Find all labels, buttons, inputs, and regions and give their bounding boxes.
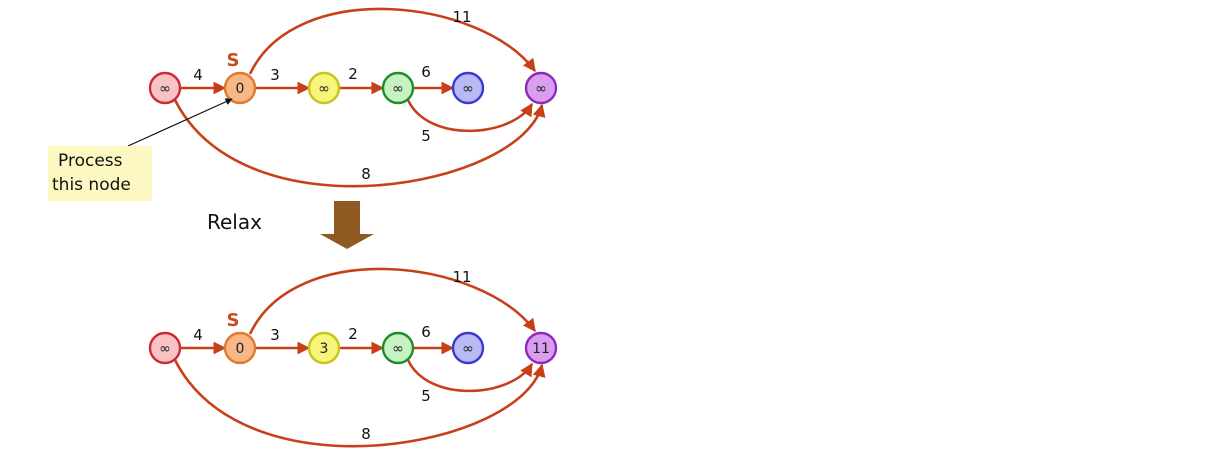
- node-value-2: ∞: [318, 81, 330, 97]
- node-value-3: ∞: [392, 341, 404, 357]
- node-2: [307, 331, 341, 365]
- node-3: [381, 71, 415, 105]
- node-value-4: ∞: [462, 81, 474, 97]
- edge-1-5: [248, 267, 537, 335]
- node-3: [381, 331, 415, 365]
- node-5: [524, 71, 558, 105]
- edge-weight-3-4: 6: [421, 323, 431, 341]
- edge-3-5: [406, 99, 534, 133]
- callout-line-2: this node: [52, 175, 131, 195]
- edge-weight-0-5: 8: [361, 425, 371, 443]
- edge-weight-3-5: 5: [421, 127, 431, 145]
- relax-label: Relax: [207, 210, 262, 234]
- callout-line-1: Process: [58, 151, 123, 171]
- edge-1-5: [248, 7, 537, 75]
- edge-weight-0-5: 8: [361, 165, 371, 183]
- edge-weight-2-3: 2: [348, 325, 358, 343]
- node-4: [451, 331, 485, 365]
- node-value-5: ∞: [535, 81, 547, 97]
- edge-weight-1-2: 3: [270, 66, 280, 84]
- edge-weight-0-1: 4: [193, 326, 203, 344]
- node-value-0: ∞: [159, 341, 171, 357]
- node-1: [223, 71, 257, 105]
- node-2: [307, 71, 341, 105]
- source-label: S: [227, 310, 240, 331]
- edge-weight-2-3: 2: [348, 65, 358, 83]
- node-0: [148, 331, 182, 365]
- callout-pointer: [127, 98, 233, 147]
- node-value-1: 0: [236, 341, 245, 357]
- relax-down-arrow: [320, 201, 374, 249]
- node-5: [524, 331, 558, 365]
- node-4: [451, 71, 485, 105]
- node-value-5: 11: [532, 341, 550, 357]
- edge-weight-1-5: 11: [452, 268, 471, 286]
- edge-0-5: [173, 359, 546, 448]
- edge-weight-3-4: 6: [421, 63, 431, 81]
- node-value-2: 3: [320, 341, 329, 357]
- node-value-4: ∞: [462, 341, 474, 357]
- edge-0-5: [173, 99, 546, 188]
- edge-3-5: [406, 359, 534, 393]
- edge-weight-3-5: 5: [421, 387, 431, 405]
- node-0: [148, 71, 182, 105]
- edge-weight-0-1: 4: [193, 66, 203, 84]
- node-1: [223, 331, 257, 365]
- graph-before-relax: 4 3 2 6 5 11 8 ∞ 0 ∞ ∞ ∞ ∞ S: [148, 7, 558, 188]
- edge-weight-1-5: 11: [452, 8, 471, 26]
- node-value-1: 0: [236, 81, 245, 97]
- edge-weight-1-2: 3: [270, 326, 280, 344]
- source-label: S: [227, 50, 240, 71]
- node-value-0: ∞: [159, 81, 171, 97]
- node-value-3: ∞: [392, 81, 404, 97]
- process-node-callout: Process this node: [48, 146, 152, 201]
